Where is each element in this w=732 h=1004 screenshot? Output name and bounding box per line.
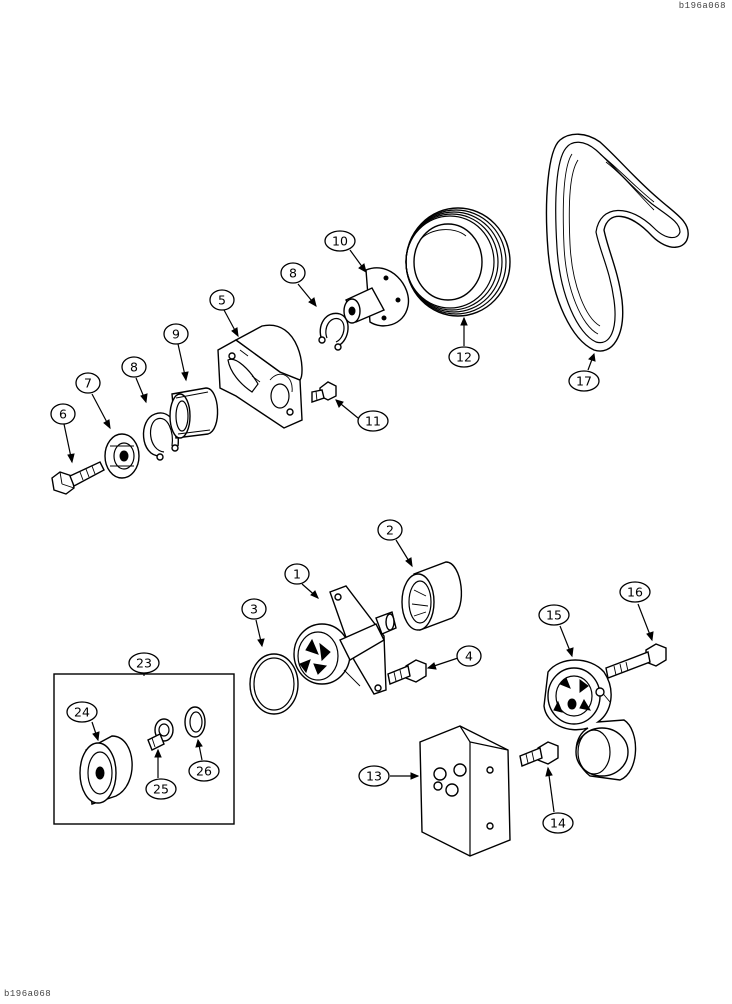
svg-text:24: 24: [74, 705, 90, 720]
svg-text:17: 17: [576, 374, 592, 389]
part-5-housing: [217, 324, 303, 429]
part-15-tensioner: [543, 659, 637, 781]
svg-text:26: 26: [196, 764, 212, 779]
drawing-reference-bottom: b196a068: [4, 989, 52, 999]
part-16-bolt: [605, 643, 667, 679]
callout-6: 6: [50, 403, 76, 425]
callout-8-right: 8: [280, 262, 306, 284]
kit-23-box: [53, 673, 235, 825]
callout-3: 3: [241, 598, 267, 620]
callout-8-left: 8: [121, 356, 147, 378]
part-13-bracket: [419, 725, 511, 857]
svg-text:16: 16: [627, 585, 643, 600]
part-24-roller: [79, 735, 133, 805]
part-26-spacer: [184, 706, 206, 738]
svg-text:2: 2: [386, 523, 394, 538]
svg-text:10: 10: [332, 234, 348, 249]
callout-17: 17: [568, 370, 600, 392]
callout-14: 14: [542, 812, 574, 834]
svg-text:6: 6: [59, 407, 67, 422]
callout-12: 12: [448, 346, 480, 368]
part-9-bearing: [169, 387, 219, 439]
svg-text:23: 23: [136, 656, 152, 671]
leader-lines: [63, 249, 654, 813]
svg-text:11: 11: [365, 414, 381, 429]
callout-16: 16: [619, 581, 651, 603]
callout-25: 25: [145, 778, 177, 800]
svg-text:12: 12: [456, 350, 472, 365]
svg-text:1: 1: [293, 567, 301, 582]
part-25-stud: [147, 718, 174, 751]
callout-23: 23: [128, 652, 160, 674]
callout-15: 15: [538, 604, 570, 626]
svg-text:15: 15: [546, 608, 562, 623]
svg-text:13: 13: [366, 769, 382, 784]
svg-text:8: 8: [130, 360, 138, 375]
callout-5: 5: [209, 289, 235, 311]
part-12-pulley: [405, 207, 511, 317]
svg-text:14: 14: [550, 816, 566, 831]
callout-24: 24: [66, 701, 98, 723]
part-3-o-ring: [249, 653, 299, 715]
part-10-shaft: [343, 267, 410, 327]
callout-4: 4: [456, 645, 482, 667]
part-8-snap-ring-left: [142, 412, 179, 461]
svg-text:7: 7: [84, 376, 92, 391]
svg-text:8: 8: [289, 266, 297, 281]
callout-1: 1: [284, 563, 310, 585]
part-6-bolt: [51, 461, 105, 495]
callout-11: 11: [357, 410, 389, 432]
part-4-bolt: [387, 659, 427, 685]
callout-13: 13: [358, 765, 390, 787]
callout-7: 7: [75, 372, 101, 394]
svg-text:4: 4: [465, 649, 473, 664]
part-7-hub: [104, 433, 140, 479]
part-17-belt: [545, 133, 689, 352]
part-1-water-pump: [293, 585, 397, 695]
svg-text:25: 25: [153, 782, 169, 797]
callout-9: 9: [163, 323, 189, 345]
callout-2: 2: [377, 519, 403, 541]
part-14-bolt: [519, 741, 559, 767]
callout-26: 26: [188, 760, 220, 782]
part-8-snap-ring-right: [318, 312, 349, 351]
drawing-reference-top: b196a068: [678, 1, 726, 11]
svg-text:9: 9: [172, 327, 180, 342]
callout-10: 10: [324, 230, 356, 252]
part-11-screw: [311, 381, 337, 403]
svg-text:3: 3: [250, 602, 258, 617]
svg-text:5: 5: [218, 293, 226, 308]
part-2-seal-cup: [401, 561, 463, 631]
